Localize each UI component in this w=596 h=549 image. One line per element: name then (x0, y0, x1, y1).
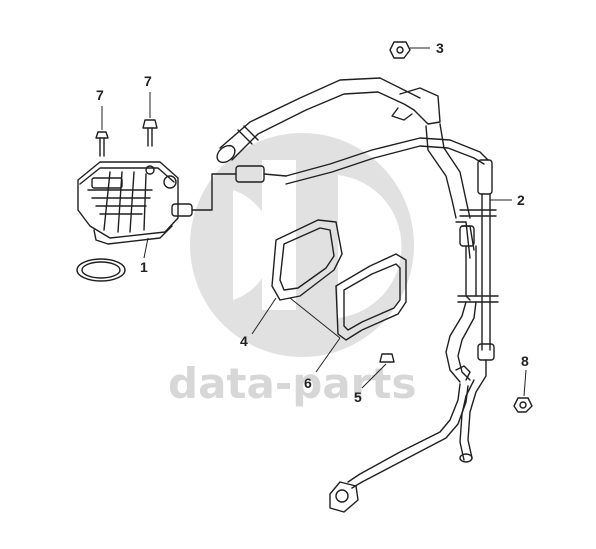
leader-8 (523, 369, 527, 397)
callout-3: 3 (436, 40, 444, 56)
callout-5: 5 (354, 389, 362, 405)
callout-8: 8 (521, 353, 529, 369)
callout-1: 1 (140, 259, 148, 275)
leader-6b (289, 297, 341, 339)
bolt-7-left (95, 131, 109, 157)
connecting-tube (285, 137, 489, 185)
cover-plate-6 (335, 253, 407, 341)
bolt-7-right (142, 119, 158, 147)
callout-7-right: 7 (144, 73, 152, 89)
o-ring (76, 258, 126, 282)
callout-4: 4 (240, 333, 248, 349)
watermark-logo (190, 133, 414, 357)
callout-7-left: 7 (96, 87, 104, 103)
breather-hose-upper (216, 77, 441, 164)
watermark-text: data-parts (168, 359, 416, 408)
vertical-hose-assembly (329, 123, 499, 513)
bolt-3 (389, 41, 411, 59)
gasket-4 (271, 219, 343, 301)
o-ring-inner (81, 261, 121, 279)
leader-5 (361, 363, 387, 389)
oil-cooler-assembly (77, 161, 287, 245)
leader-6 (315, 337, 341, 373)
callout-6: 6 (304, 375, 312, 391)
callout-2: 2 (517, 192, 525, 208)
screw-5 (379, 353, 395, 363)
leader-4 (251, 297, 277, 335)
bolt-8 (513, 397, 533, 413)
leader-1 (143, 237, 149, 259)
